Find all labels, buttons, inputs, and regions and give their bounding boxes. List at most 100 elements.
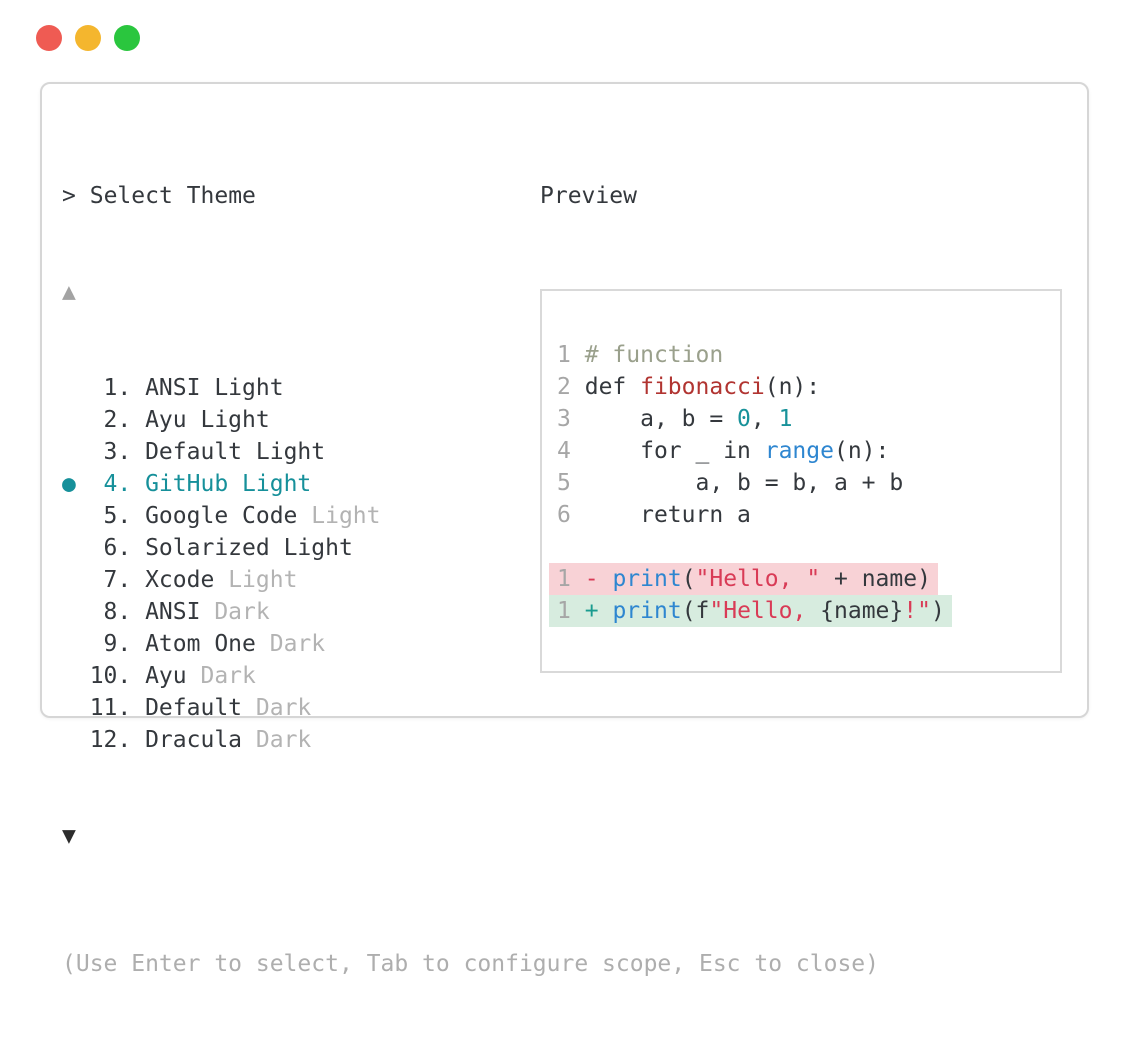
select-theme-prompt: > Select Theme (62, 180, 540, 212)
theme-item-label: GitHub (145, 471, 229, 497)
theme-item-number: 7 (103, 567, 118, 593)
code-token (599, 598, 613, 624)
theme-item-variant: Light (255, 439, 326, 465)
theme-item-number: 6 (103, 535, 118, 561)
theme-list-item[interactable]: 1. ANSI Light (62, 372, 540, 404)
theme-item-number: 3 (103, 439, 118, 465)
diff-highlight: 1 + print(f"Hello, {name}!") (549, 595, 952, 627)
theme-list-item[interactable]: 10. Ayu Dark (62, 660, 540, 692)
theme-item-separator: . (117, 375, 146, 401)
theme-item-variant: Dark (255, 727, 312, 753)
bullet-spacer (62, 724, 90, 756)
code-token: ) (930, 598, 945, 624)
theme-item-space (200, 375, 214, 401)
code-token (571, 470, 585, 496)
scroll-up-icon[interactable]: ▲ (62, 279, 76, 305)
theme-item-space (242, 727, 256, 753)
minimize-button[interactable] (75, 25, 101, 51)
code-token (571, 566, 585, 592)
code-token: return a (584, 502, 751, 528)
bullet-spacer (62, 532, 90, 564)
code-token: def (584, 374, 641, 400)
theme-item-separator: . (117, 407, 146, 433)
theme-item-label: Ayu (145, 663, 187, 689)
code-line: 4 for _ in range(n): (557, 435, 1060, 467)
line-number: 5 (557, 470, 571, 496)
theme-item-number: 9 (103, 631, 118, 657)
theme-item-number: 10 (89, 663, 118, 689)
code-token (571, 438, 585, 464)
preview-label: Preview (540, 183, 637, 209)
diff-minus-icon: - (584, 566, 599, 592)
window-content: > Select Theme ▲ 1. ANSI Light 2. Ayu Li… (42, 84, 1087, 1044)
code-token: range (764, 438, 834, 464)
theme-item-separator: . (117, 439, 146, 465)
theme-item-separator: . (117, 567, 146, 593)
theme-item-separator: . (117, 631, 146, 657)
theme-item-label: Xcode (145, 567, 215, 593)
code-token (571, 374, 585, 400)
code-token: ) (917, 566, 931, 592)
theme-item-separator: . (117, 535, 146, 561)
theme-item-variant: Light (200, 407, 270, 433)
theme-list-item[interactable]: 9. Atom One Dark (62, 628, 540, 660)
code-token: fibonacci (640, 374, 765, 400)
code-token: ( (681, 566, 696, 592)
theme-item-label: Default (145, 439, 243, 465)
theme-list-item[interactable]: ● 4. GitHub Light (62, 468, 540, 500)
theme-item-label: Dracula (145, 727, 243, 753)
code-line: 6 return a (557, 499, 1060, 531)
theme-item-space (242, 439, 256, 465)
theme-item-variant: Dark (269, 631, 326, 657)
theme-list-item[interactable]: 6. Solarized Light (62, 532, 540, 564)
theme-item-label: ANSI (145, 599, 201, 625)
code-token: "Hello, " (695, 566, 821, 592)
theme-list-item[interactable]: 3. Default Light (62, 436, 540, 468)
bullet-spacer (62, 372, 90, 404)
code-token (571, 502, 585, 528)
code-token: # function (584, 342, 724, 368)
theme-item-variant: Light (311, 503, 381, 529)
theme-item-number: 2 (103, 407, 118, 433)
theme-item-variant: Dark (214, 599, 270, 625)
theme-list-item[interactable]: 12. Dracula Dark (62, 724, 540, 756)
theme-item-label: Solarized (145, 535, 270, 561)
line-number: 1 (557, 342, 571, 368)
theme-list-item[interactable]: 11. Default Dark (62, 692, 540, 724)
code-token: print (612, 566, 682, 592)
theme-list-panel: > Select Theme ▲ 1. ANSI Light 2. Ayu Li… (62, 116, 879, 1044)
theme-item-separator: . (117, 471, 146, 497)
theme-list-item[interactable]: 5. Google Code Light (62, 500, 540, 532)
code-token: 1 (778, 406, 793, 432)
theme-item-space (256, 631, 270, 657)
theme-item-space (187, 407, 201, 433)
code-token: , (750, 406, 779, 432)
theme-list-item[interactable]: 8. ANSI Dark (62, 596, 540, 628)
line-number: 3 (557, 406, 571, 432)
theme-item-separator: . (117, 599, 146, 625)
scroll-down-icon[interactable]: ▼ (62, 823, 76, 849)
close-button[interactable] (36, 25, 62, 51)
code-line: 1 # function (557, 339, 1060, 371)
theme-item-label: ANSI (145, 375, 201, 401)
theme-item-label: Google Code (145, 503, 298, 529)
bullet-spacer (62, 564, 90, 596)
theme-item-space (214, 567, 228, 593)
theme-list-item[interactable]: 2. Ayu Light (62, 404, 540, 436)
line-number: 6 (557, 502, 571, 528)
theme-item-variant: Light (283, 535, 353, 561)
theme-item-variant: Dark (200, 663, 256, 689)
theme-item-number: 8 (103, 599, 118, 625)
zoom-button[interactable] (114, 25, 140, 51)
theme-item-number: 11 (89, 695, 118, 721)
theme-item-number: 4 (103, 471, 118, 497)
code-token (571, 598, 585, 624)
diff-removed-line: 1 - print("Hello, " + name) (549, 563, 1060, 595)
line-number: 4 (557, 438, 571, 464)
bullet-spacer (62, 628, 90, 660)
bullet-spacer (62, 692, 90, 724)
theme-list-item[interactable]: 7. Xcode Light (62, 564, 540, 596)
code-token: (n): (764, 374, 821, 400)
